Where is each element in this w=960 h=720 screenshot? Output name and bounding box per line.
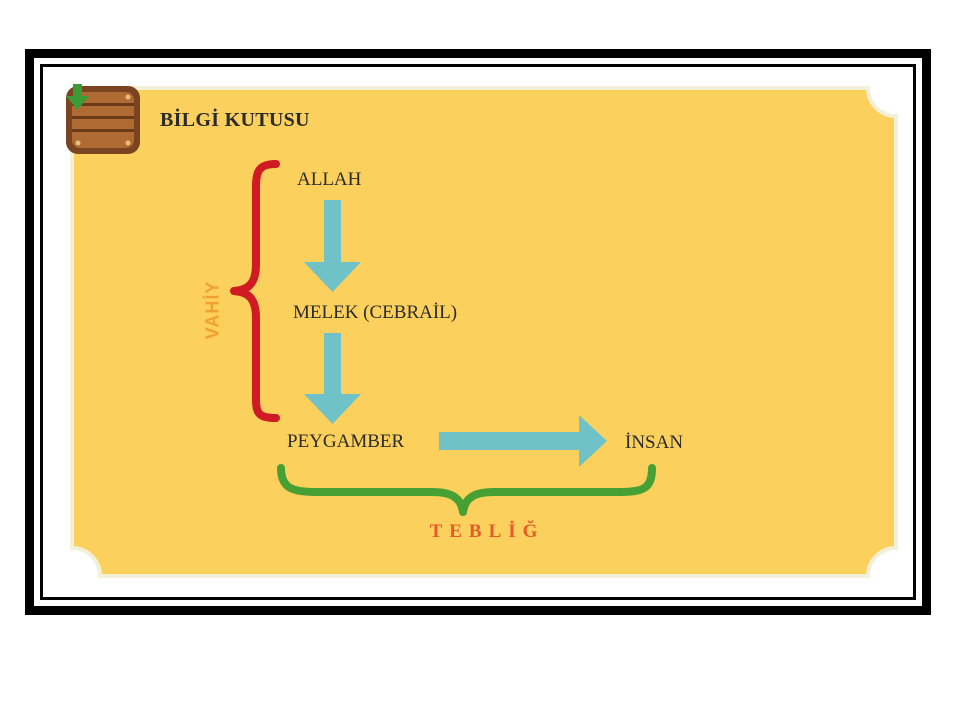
arrow-peygamber-to-insan	[439, 415, 607, 467]
arrow-melek-to-peygamber	[304, 333, 361, 424]
vahiy-label: VAHİY	[202, 280, 223, 340]
wooden-crate-download-icon	[66, 84, 140, 154]
node-peygamber: PEYGAMBER	[287, 431, 405, 452]
teblig-bracket	[277, 464, 656, 516]
node-insan: İNSAN	[625, 432, 684, 453]
teblig-label: TEBLİĞ	[429, 521, 545, 542]
node-melek: MELEK (CEBRAİL)	[293, 302, 458, 323]
info-panel	[70, 86, 898, 578]
node-allah: ALLAH	[297, 169, 362, 190]
box-title: BİLGİ KUTUSU	[160, 109, 310, 131]
vahiy-bracket	[230, 160, 280, 422]
arrow-allah-to-melek	[304, 200, 361, 292]
frame-inner-border	[40, 64, 916, 600]
